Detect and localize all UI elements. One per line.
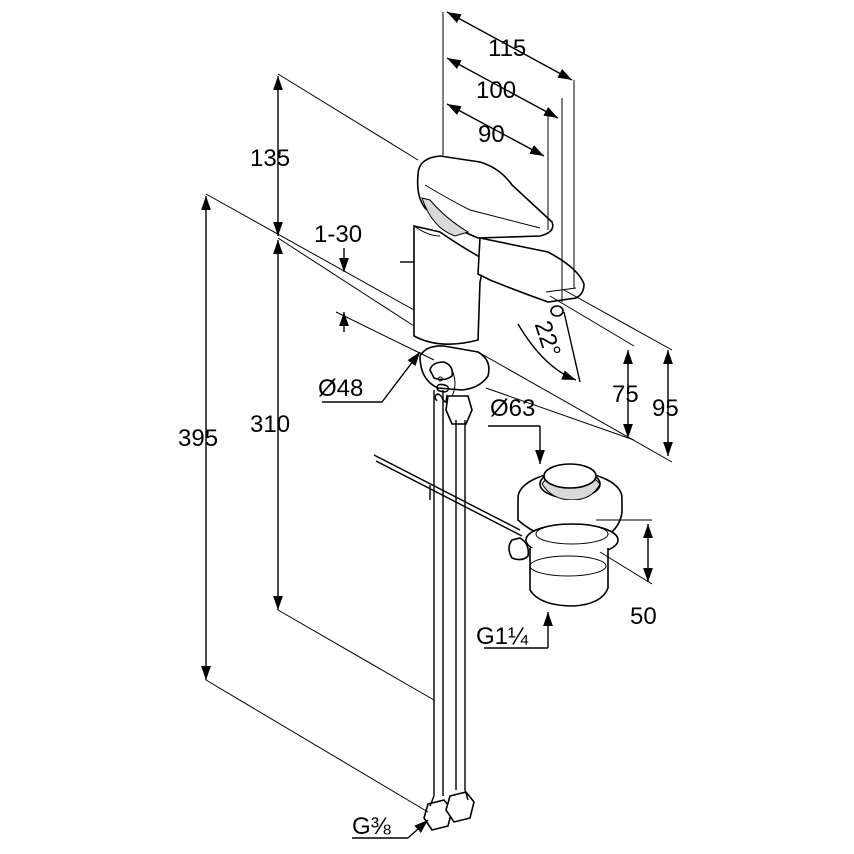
dim-label-diameter-63: Ø63 (490, 395, 535, 422)
dim-label-90: 90 (478, 121, 505, 148)
drain-valve (508, 463, 623, 607)
supply-hoses (423, 390, 475, 831)
dim-label-135: 135 (250, 145, 290, 172)
thread-label-g114: G1¼ (476, 623, 529, 650)
dim-label-angle-22: 22° (529, 318, 566, 361)
dim-label-75: 75 (612, 381, 639, 408)
dim-label-1-30: 1-30 (314, 221, 362, 248)
popup-rod (373, 454, 523, 537)
dim-label-310: 310 (250, 411, 290, 438)
dim-label-115: 115 (488, 35, 526, 62)
dim-label-95: 95 (652, 395, 679, 422)
dim-label-395: 395 (178, 425, 218, 452)
dim-label-100: 100 (476, 77, 516, 104)
faucet-body (400, 155, 585, 425)
dim-label-50: 50 (630, 603, 657, 630)
dim-label-diameter-48: Ø48 (318, 375, 363, 402)
thread-label-g38: G⅜ (352, 813, 392, 840)
dim-label-angle-20: 20° (430, 374, 454, 404)
dimension-lines (201, 11, 673, 839)
